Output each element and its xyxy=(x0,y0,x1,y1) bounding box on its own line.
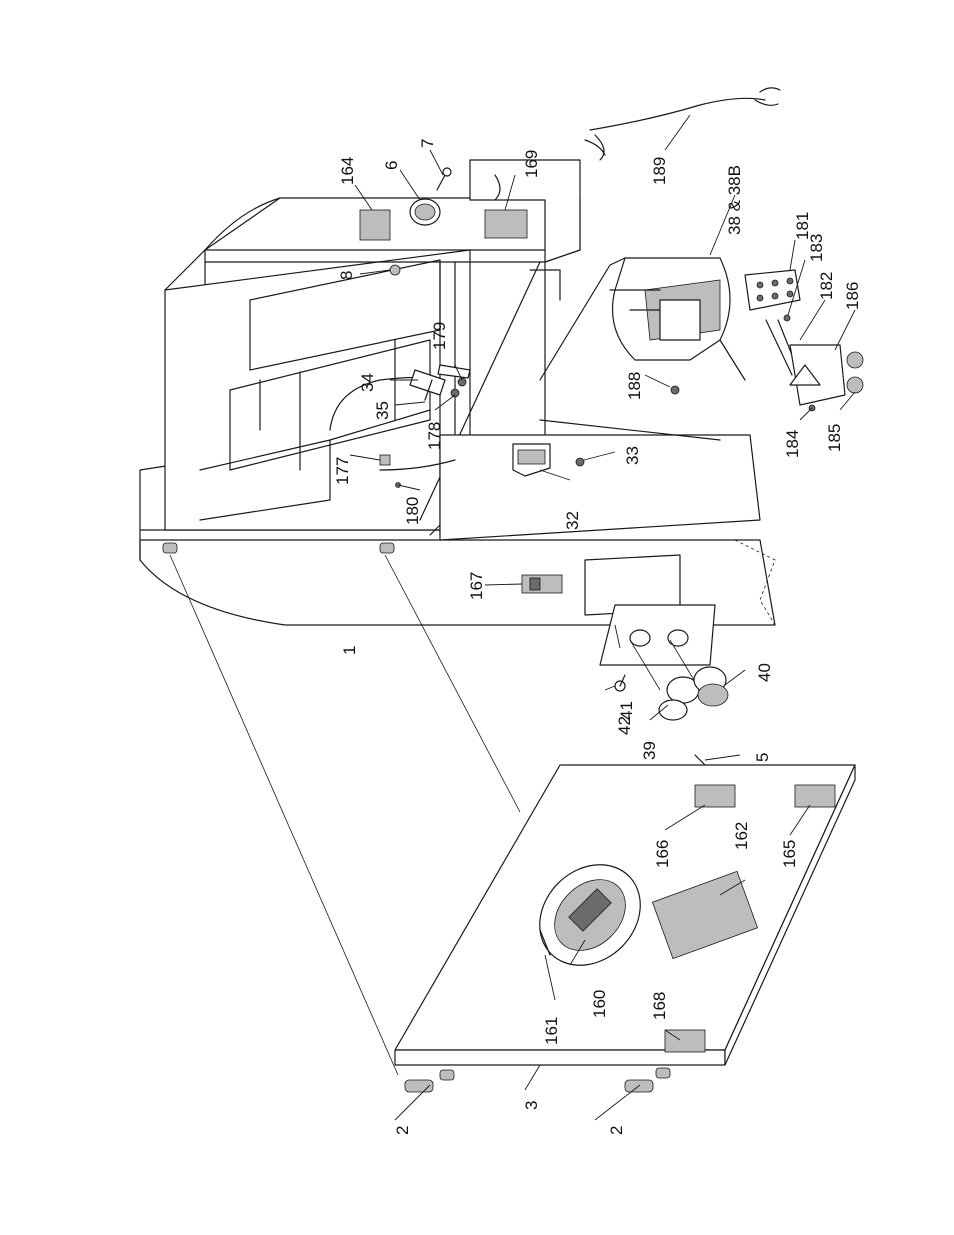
callout-5: 5 xyxy=(753,753,772,762)
label-168-plate xyxy=(665,1030,705,1052)
motor-box-38-icon xyxy=(540,258,745,440)
callout-177: 177 xyxy=(333,457,352,485)
callout-42: 42 xyxy=(615,716,634,735)
junction-box-186-icon xyxy=(790,345,863,411)
callout-180: 180 xyxy=(403,497,422,525)
callout-169: 169 xyxy=(522,150,541,178)
callout-6: 6 xyxy=(382,161,401,170)
callout-2b: 2 xyxy=(607,1126,626,1135)
callout-2a: 2 xyxy=(393,1126,412,1135)
label-167-plate xyxy=(522,575,562,593)
callout-40: 40 xyxy=(755,663,774,682)
callout-167: 167 xyxy=(467,572,486,600)
callout-188: 188 xyxy=(625,372,644,400)
label-164-plate xyxy=(360,210,390,240)
callout-8: 8 xyxy=(337,271,356,280)
nut-8-icon xyxy=(390,265,400,275)
button-39-icon xyxy=(659,677,699,720)
callout-161: 161 xyxy=(542,1017,561,1045)
callout-32: 32 xyxy=(563,511,582,530)
callout-189: 189 xyxy=(650,157,669,185)
callout-3: 3 xyxy=(522,1101,541,1110)
wire-harness-189-icon xyxy=(585,88,780,160)
callout-39: 39 xyxy=(640,741,659,760)
callout-179: 179 xyxy=(430,322,449,350)
label-169-plate xyxy=(485,210,527,238)
callout-168: 168 xyxy=(650,992,669,1020)
callout-184: 184 xyxy=(783,430,802,458)
callout-7: 7 xyxy=(418,139,437,148)
callout-182: 182 xyxy=(817,272,836,300)
hinge-pin-2-icon xyxy=(405,1068,670,1092)
terminal-strip-181-icon xyxy=(745,270,800,375)
callout-160: 160 xyxy=(590,990,609,1018)
callout-33: 33 xyxy=(623,446,642,465)
callout-166: 166 xyxy=(653,840,672,868)
knob-6-icon xyxy=(410,199,440,225)
callout-38: 38 & 38B xyxy=(725,165,744,235)
callout-1: 1 xyxy=(340,646,359,655)
callout-162: 162 xyxy=(732,822,751,850)
callout-35: 35 xyxy=(373,401,392,420)
label-165-plate xyxy=(795,785,835,807)
screw-42-icon xyxy=(615,675,625,691)
callout-164: 164 xyxy=(338,157,357,185)
callout-185: 185 xyxy=(825,424,844,452)
screw-7-icon xyxy=(437,168,451,190)
callout-34: 34 xyxy=(358,373,377,392)
callout-165: 165 xyxy=(780,840,799,868)
callout-178: 178 xyxy=(425,422,444,450)
callout-186: 186 xyxy=(843,282,862,310)
screw-5-icon xyxy=(695,755,705,765)
label-166-plate xyxy=(695,785,735,807)
callout-183: 183 xyxy=(807,234,826,262)
button-40-icon xyxy=(694,667,728,706)
